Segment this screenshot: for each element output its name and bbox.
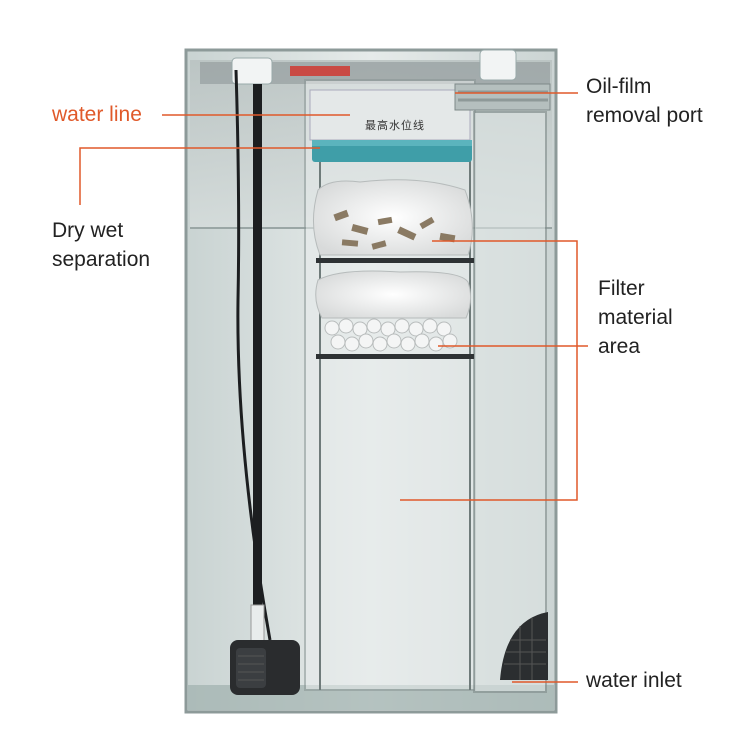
max-water-level-marking: 最高水位线 (365, 119, 425, 132)
filter-media (312, 179, 474, 359)
leader-filter-bracket (400, 240, 578, 501)
inlet-compartment (454, 83, 551, 693)
label-oil-film-removal-port: Oil-film removal port (586, 75, 703, 127)
label-water-inlet: water inlet (586, 669, 682, 692)
label-filter-material-area: Filter material area (598, 277, 673, 358)
water-pump (230, 69, 300, 695)
leader-lines (79, 92, 588, 683)
leader-dry-wet (79, 147, 320, 205)
label-water-line: water line (52, 103, 142, 126)
blue-sponge (312, 140, 472, 162)
label-dry-wet-separation: Dry wet separation (52, 219, 151, 271)
filter-chamber (304, 79, 476, 691)
